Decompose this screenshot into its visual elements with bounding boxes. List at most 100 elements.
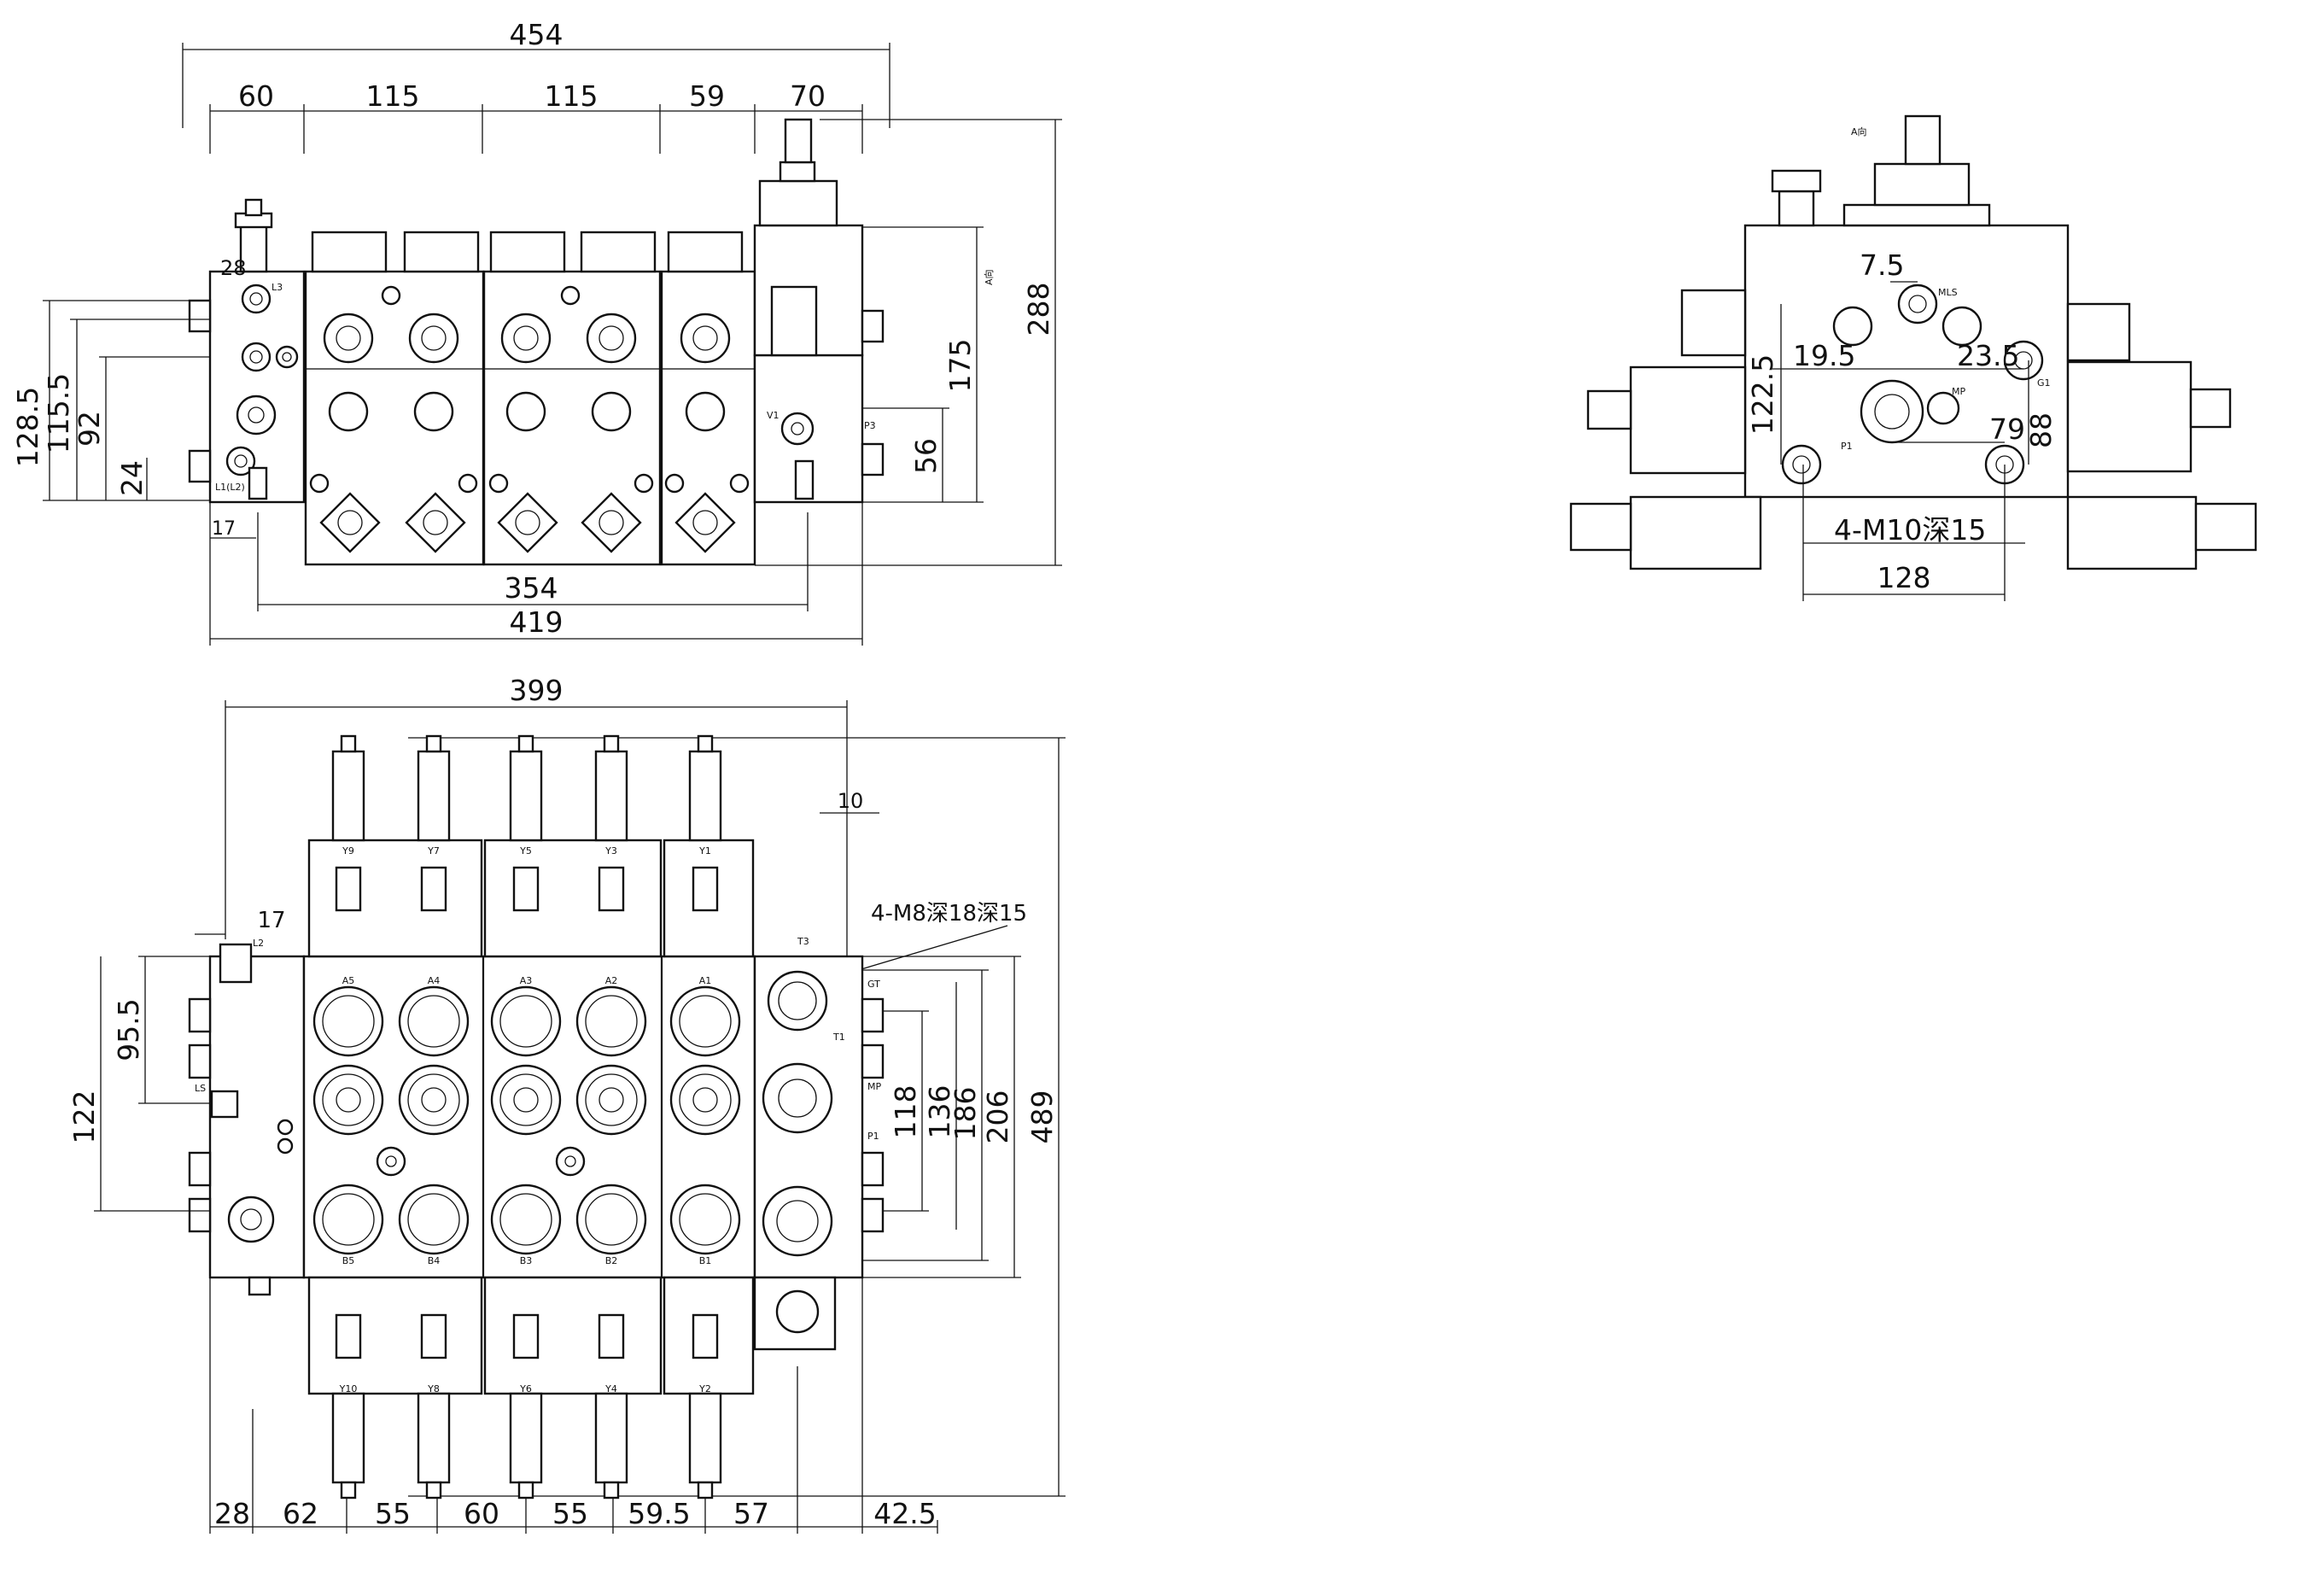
side-dim-128: 128 xyxy=(1877,561,1931,594)
top-label-mp: MP xyxy=(867,1081,881,1092)
port-bore xyxy=(312,1064,384,1136)
port-bore-inner xyxy=(585,995,638,1048)
coil-label-top: Y7 xyxy=(427,845,440,856)
port-label-b: B4 xyxy=(428,1255,441,1266)
port-bore-inner xyxy=(679,995,732,1048)
coil-top-nut xyxy=(420,866,447,912)
side-label-mp: MP xyxy=(1952,386,1965,397)
port-bore xyxy=(398,985,470,1057)
coil-bottom xyxy=(509,1392,543,1484)
top-dim-118: 118 xyxy=(889,1085,922,1139)
front-dim-288: 288 xyxy=(1022,283,1055,336)
port-bore xyxy=(398,1184,470,1255)
port-bore-inner xyxy=(407,995,460,1048)
spool-end xyxy=(336,1087,361,1113)
port-bore-inner xyxy=(679,1073,732,1126)
side-dim-23-5: 23.5 xyxy=(1957,339,2019,372)
top-dim-489: 489 xyxy=(1025,1090,1059,1144)
top-label-l2: L2 xyxy=(253,938,264,949)
front-dim-115-b: 115 xyxy=(545,79,599,113)
coil-bottom-nut xyxy=(335,1313,362,1359)
top-label-gt: GT xyxy=(867,979,880,990)
coil-label-bottom: Y10 xyxy=(339,1383,358,1394)
port-bore-inner xyxy=(407,1193,460,1246)
side-thread-m10: 4-M10深15 xyxy=(1834,513,1986,547)
pilot-port-inner xyxy=(564,1155,576,1167)
port-bore xyxy=(669,1184,741,1255)
port-bore-inner xyxy=(322,1073,375,1126)
top-dim-bottom-55-a: 55 xyxy=(375,1497,411,1530)
side-label-mls: MLS xyxy=(1938,287,1958,298)
front-dim-56: 56 xyxy=(909,438,943,474)
front-label-l3: L3 xyxy=(272,282,283,293)
coil-bottom-plug xyxy=(517,1481,534,1500)
front-dim-60: 60 xyxy=(238,79,274,113)
port-bore xyxy=(575,1064,647,1136)
spool-end xyxy=(692,1087,718,1113)
side-label-g1: G1 xyxy=(2037,377,2051,389)
coil-label-top: Y3 xyxy=(604,845,617,856)
front-dim-115-a: 115 xyxy=(366,79,420,113)
top-dim-bottom-28: 28 xyxy=(214,1497,250,1530)
coil-top-plug xyxy=(603,734,620,753)
side-dim-79: 79 xyxy=(1989,412,2025,446)
port-label-a: A4 xyxy=(428,975,441,986)
pilot-port xyxy=(555,1146,586,1177)
coil-bottom-nut xyxy=(692,1313,719,1359)
coil-bottom xyxy=(688,1392,722,1484)
port-bore-inner xyxy=(499,1193,552,1246)
port-label-a: A5 xyxy=(342,975,355,986)
coil-bottom-plug xyxy=(697,1481,714,1500)
coil-top xyxy=(688,750,722,842)
port-label-b: B2 xyxy=(605,1255,618,1266)
front-dim-354: 354 xyxy=(505,571,558,605)
top-dim-17: 17 xyxy=(257,908,285,933)
port-label-a: A1 xyxy=(699,975,712,986)
front-view: 454 60 115 115 59 70 L3 L1(L2) 28 xyxy=(11,18,1062,646)
front-label-v1: V1 xyxy=(767,410,780,421)
spool-end xyxy=(599,1087,624,1113)
top-dim-10: 10 xyxy=(838,789,864,813)
pilot-port-inner xyxy=(385,1155,397,1167)
coil-top-plug xyxy=(697,734,714,753)
top-dim-122: 122 xyxy=(67,1090,101,1144)
coil-bottom xyxy=(594,1392,628,1484)
top-dim-186: 186 xyxy=(949,1087,982,1141)
top-dim-399: 399 xyxy=(510,674,563,707)
port-bore-inner xyxy=(499,995,552,1048)
top-label-t3: T3 xyxy=(797,936,809,947)
coil-top xyxy=(594,750,628,842)
port-bore xyxy=(312,985,384,1057)
coil-top xyxy=(417,750,451,842)
coil-bottom-nut xyxy=(420,1313,447,1359)
top-dim-bottom-55-b: 55 xyxy=(552,1497,588,1530)
coil-label-bottom: Y2 xyxy=(698,1383,711,1394)
top-port-grid: Y9Y10A5B5Y7Y8A4B4Y5Y6A3B3Y3Y4A2B2Y1Y2A1B… xyxy=(312,734,741,1500)
top-view: 399 10 4-M8深18深15 17 L2 LS xyxy=(67,674,1066,1534)
port-bore xyxy=(490,985,562,1057)
port-bore xyxy=(669,1064,741,1136)
front-label-a-view: A向 xyxy=(983,269,995,285)
port-label-b: B3 xyxy=(520,1255,533,1266)
coil-label-top: Y5 xyxy=(519,845,532,856)
side-label-a-view: A向 xyxy=(1851,126,1867,137)
coil-top-nut xyxy=(692,866,719,912)
port-label-a: A2 xyxy=(605,975,618,986)
port-label-b: B5 xyxy=(342,1255,355,1266)
port-bore-inner xyxy=(322,995,375,1048)
port-label-b: B1 xyxy=(699,1255,712,1266)
port-bore xyxy=(575,1184,647,1255)
top-thread-m8: 4-M8深18深15 xyxy=(871,901,1027,927)
spool-end xyxy=(421,1087,447,1113)
coil-label-bottom: Y4 xyxy=(604,1383,617,1394)
coil-top-plug xyxy=(340,734,357,753)
front-dim-454: 454 xyxy=(510,18,563,51)
port-label-a: A3 xyxy=(520,975,533,986)
side-dim-122-5: 122.5 xyxy=(1746,354,1779,435)
front-dim-70: 70 xyxy=(790,79,826,113)
coil-bottom-plug xyxy=(425,1481,442,1500)
coil-bottom-nut xyxy=(512,1313,540,1359)
coil-label-top: Y1 xyxy=(698,845,711,856)
front-dim-175: 175 xyxy=(943,339,977,393)
